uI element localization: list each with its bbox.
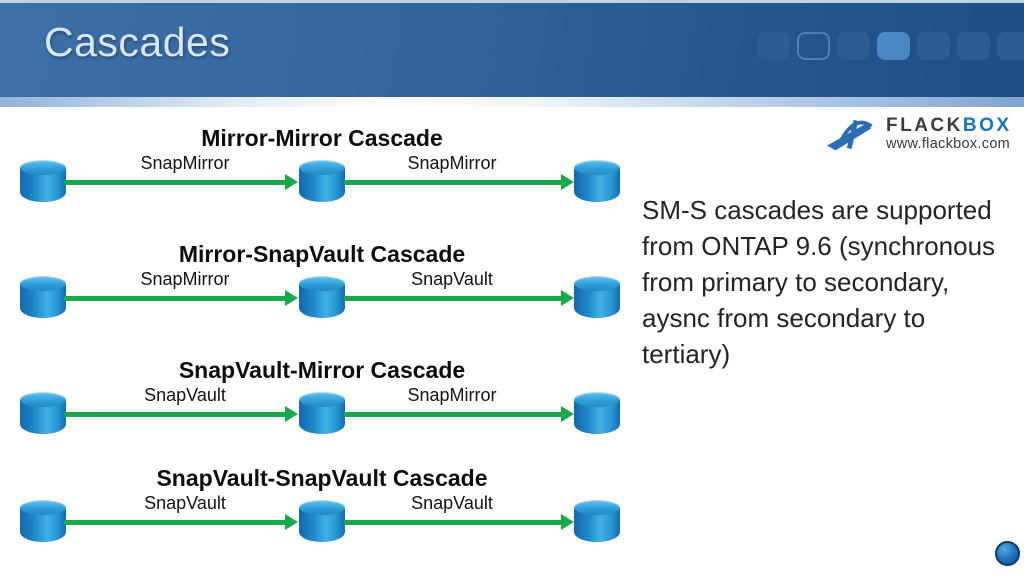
decor-square	[797, 32, 830, 60]
storage-cylinder-icon	[20, 160, 66, 202]
decor-square	[877, 32, 910, 60]
cascade-diagram: SnapVault SnapVault	[0, 493, 640, 546]
cascade-section-snapvault-mirror: SnapVault-Mirror Cascade SnapVault SnapM…	[0, 354, 640, 438]
arrow-label: SnapMirror	[140, 269, 230, 289]
storage-cylinder-icon	[20, 276, 66, 318]
cascade-title: Mirror-Mirror Cascade	[201, 125, 443, 151]
cascade-title: Mirror-SnapVault Cascade	[178, 241, 466, 267]
replication-arrow-icon	[344, 514, 574, 530]
cascade-title: SnapVault-SnapVault Cascade	[156, 465, 488, 491]
logo-wordmark: FLACKBOX	[886, 116, 1012, 135]
cascade-title: SnapVault-Mirror Cascade	[178, 357, 466, 383]
nav-dot-button[interactable]	[995, 541, 1020, 566]
flackbox-swoosh-icon	[826, 119, 873, 151]
cascade-diagram: SnapVault SnapMirror	[0, 385, 640, 438]
header-divider	[0, 97, 1024, 107]
slide-header: Cascades	[0, 0, 1024, 97]
logo-url: www.flackbox.com	[886, 136, 1011, 153]
replication-arrow-icon	[344, 406, 574, 422]
decor-square	[757, 32, 790, 60]
storage-cylinder-icon	[574, 276, 620, 318]
decor-square	[917, 32, 950, 60]
replication-arrow-icon	[64, 174, 298, 190]
flackbox-logo: FLACKBOX www.flackbox.com	[826, 112, 1018, 156]
cascade-section-mirror-mirror: Mirror-Mirror Cascade SnapMirror SnapMir…	[0, 122, 640, 206]
note-line: tertiary)	[642, 339, 731, 369]
note-line: from ONTAP 9.6 (synchronous	[642, 231, 996, 261]
cascade-diagram: SnapMirror SnapMirror	[0, 153, 640, 206]
note-line: from primary to secondary,	[642, 267, 950, 297]
slide-title: Cascades	[44, 19, 231, 65]
storage-cylinder-icon	[20, 500, 66, 542]
arrow-label: SnapMirror	[407, 153, 497, 173]
arrow-label: SnapVault	[411, 269, 493, 289]
storage-cylinder-icon	[299, 500, 345, 542]
replication-arrow-icon	[64, 514, 298, 530]
note-line: SM-S cascades are supported	[642, 195, 992, 225]
storage-cylinder-icon	[574, 392, 620, 434]
arrow-label: SnapVault	[411, 493, 493, 513]
cascade-section-snapvault-snapvault: SnapVault-SnapVault Cascade SnapVault Sn…	[0, 462, 640, 546]
storage-cylinder-icon	[574, 500, 620, 542]
arrow-label: SnapMirror	[140, 153, 230, 173]
replication-arrow-icon	[344, 174, 574, 190]
replication-arrow-icon	[64, 406, 298, 422]
arrow-label: SnapVault	[144, 385, 226, 405]
logo-wordmark-flack: FLACK	[886, 115, 963, 137]
cascade-section-mirror-snapvault: Mirror-SnapVault Cascade SnapMirror Snap…	[0, 238, 640, 322]
sm-s-note: SM-S cascades are supported from ONTAP 9…	[642, 192, 1020, 372]
note-line: aysnc from secondary to	[642, 303, 926, 333]
replication-arrow-icon	[64, 290, 298, 306]
storage-cylinder-icon	[299, 276, 345, 318]
arrow-label: SnapMirror	[407, 385, 497, 405]
logo-wordmark-box: BOX	[962, 115, 1012, 137]
replication-arrow-icon	[344, 290, 574, 306]
storage-cylinder-icon	[299, 392, 345, 434]
cascade-diagram: SnapMirror SnapVault	[0, 269, 640, 322]
decor-square	[997, 32, 1024, 60]
storage-cylinder-icon	[299, 160, 345, 202]
arrow-label: SnapVault	[144, 493, 226, 513]
logo-text: FLACKBOX www.flackbox.com	[886, 116, 1012, 152]
storage-cylinder-icon	[574, 160, 620, 202]
storage-cylinder-icon	[20, 392, 66, 434]
decor-square	[837, 32, 870, 60]
decor-squares	[757, 32, 1024, 60]
decor-square	[957, 32, 990, 60]
